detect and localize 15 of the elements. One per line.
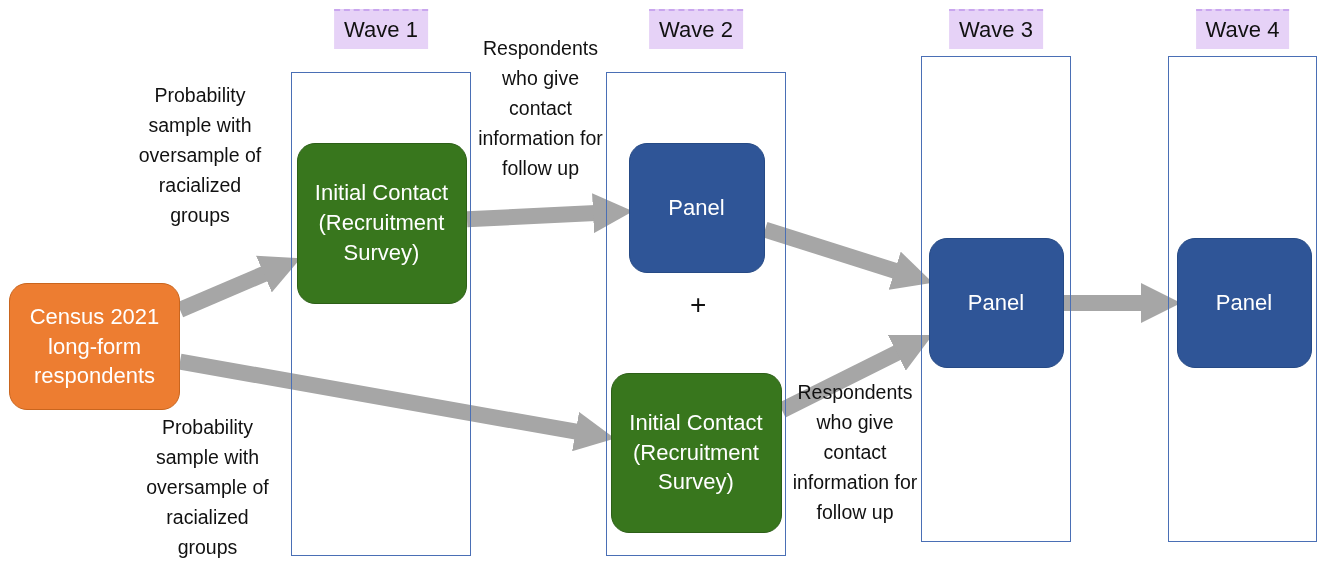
column-heading: Wave 2 xyxy=(649,9,743,49)
process-box: Panel xyxy=(1176,237,1312,368)
column-heading: Wave 3 xyxy=(949,9,1043,49)
process-box: Census 2021 long-form respondents xyxy=(9,283,180,410)
edge-label: Respondents who give contact information for follow up xyxy=(477,36,604,181)
edge-label: Respondents who give contact information for follow up xyxy=(791,380,919,525)
process-box: Initial Contact (Recruitment Survey) xyxy=(296,142,467,304)
plus-sign: + xyxy=(690,290,707,320)
process-box: Panel xyxy=(628,142,765,273)
column-heading: Wave 1 xyxy=(334,9,428,49)
process-box: Panel xyxy=(928,237,1064,368)
column-heading: Wave 4 xyxy=(1195,9,1290,49)
edge-label: Probability sample with oversample of racialized groups xyxy=(145,415,270,560)
edge-label: Probability sample with oversample of racialized groups xyxy=(137,83,263,228)
process-box: Initial Contact (Recruitment Survey) xyxy=(610,372,782,533)
